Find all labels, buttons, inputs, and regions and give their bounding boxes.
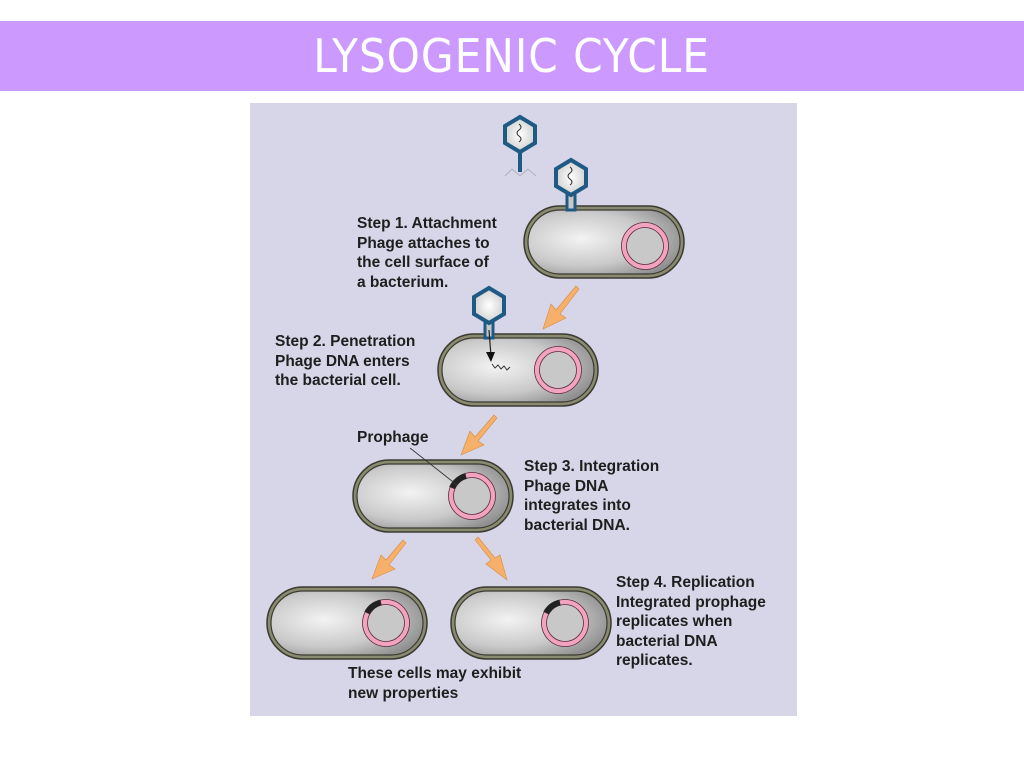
prophage-segment [543, 599, 561, 615]
phage-head [503, 114, 537, 155]
prophage-segment [449, 473, 467, 490]
step4-heading: Step 4. Replication [616, 574, 755, 591]
arrow-step3-to-left [371, 539, 407, 580]
step3-line: bacterial DNA. [524, 516, 630, 534]
step3-heading: Step 3. Integration [524, 458, 660, 475]
step1-line: a bacterium. [357, 273, 449, 291]
step1-line: the cell surface of [357, 254, 489, 271]
bacterial-dna-with-prophage [448, 472, 496, 520]
bacterium-step1 [523, 205, 685, 279]
step4-line: replicates. [616, 652, 693, 669]
step2-heading: Step 2. Penetration [275, 333, 416, 350]
step1-line: Phage attaches to [357, 234, 490, 252]
bacterial-dna [621, 222, 669, 270]
bacterium-daughter-right [450, 586, 612, 660]
bacterial-dna [534, 346, 582, 394]
bacterium-step2 [437, 333, 599, 407]
step4-line: bacterial DNA [616, 632, 718, 650]
step1-heading: Step 1. Attachment [357, 215, 497, 232]
bacterial-dna-with-prophage [541, 599, 589, 647]
new-properties-line: These cells may exhibit [348, 665, 522, 682]
step3-line: integrates into [524, 497, 631, 514]
new-properties-label: These cells may exhibit new properties [348, 664, 521, 703]
phage-dna [516, 123, 522, 143]
phage-free [503, 114, 537, 177]
new-properties-line: new properties [348, 684, 459, 702]
phage-head [554, 157, 588, 198]
phage-attached [554, 157, 588, 212]
injection-arrow [486, 352, 495, 362]
step2-line: Phage DNA enters [275, 352, 410, 370]
phage-injecting [472, 285, 511, 371]
prophage-label: Prophage [357, 428, 428, 448]
step1-label: Step 1. Attachment Phage attaches to the… [357, 214, 497, 292]
prophage-text: Prophage [357, 429, 429, 446]
phage-head [472, 285, 506, 326]
arrow-step1-to-step2 [542, 285, 580, 330]
phage-tail-fibers [504, 168, 537, 177]
step3-line: Phage DNA [524, 477, 609, 495]
phage-dna-injected [491, 363, 511, 371]
step2-line: the bacterial cell. [275, 372, 401, 389]
prophage-pointer [409, 447, 458, 486]
step2-label: Step 2. Penetration Phage DNA enters the… [275, 332, 415, 391]
step3-label: Step 3. Integration Phage DNA integrates… [524, 457, 659, 535]
prophage-segment [364, 599, 382, 615]
step4-line: replicates when [616, 613, 733, 630]
bacterium-step3 [352, 447, 514, 533]
step4-line: Integrated prophage [616, 593, 766, 611]
arrow-step2-to-step3 [460, 414, 498, 456]
step4-label: Step 4. Replication Integrated prophage … [616, 573, 766, 671]
page-title: LYSOGENIC CYCLE [313, 29, 711, 83]
bacterial-dna-with-prophage [362, 599, 410, 647]
title-banner: LYSOGENIC CYCLE [0, 21, 1024, 91]
arrow-step3-to-right [474, 536, 508, 581]
bacterium-daughter-left [266, 586, 428, 660]
